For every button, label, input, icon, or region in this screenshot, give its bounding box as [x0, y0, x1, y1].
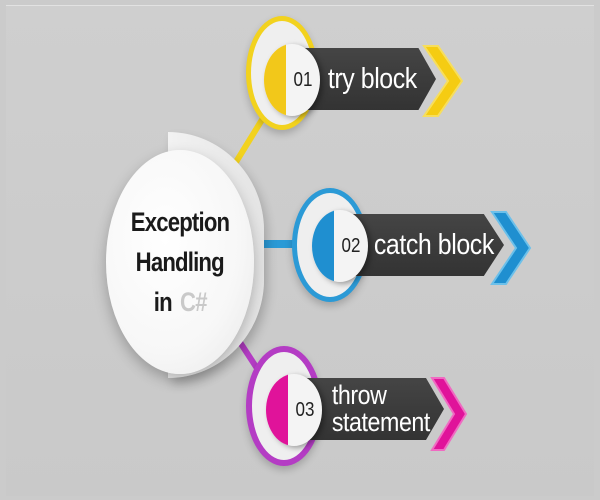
- step-number: 01: [293, 68, 313, 91]
- number-badge: 02: [312, 210, 368, 282]
- hub-title-line2: Handling: [135, 247, 225, 277]
- badge-color-half: [264, 44, 286, 116]
- chevron-arrow-icon: [422, 45, 464, 117]
- number-badge: 03: [266, 374, 322, 446]
- badge-color-half: [266, 374, 288, 446]
- step-number: 03: [295, 398, 315, 421]
- number-badge: 01: [264, 44, 320, 116]
- step-label: try block: [327, 62, 417, 95]
- step-label: throw statement: [294, 380, 431, 437]
- hub-title-line1: Exception: [130, 207, 230, 237]
- hub-in-label: in: [153, 287, 173, 317]
- step-label: catch block: [373, 228, 494, 261]
- step-label-line2: statement: [331, 407, 431, 437]
- csharp-label: C#: [179, 287, 207, 317]
- chevron-arrow-icon: [490, 211, 532, 285]
- badge-color-half: [312, 210, 334, 282]
- chevron-arrow-icon: [430, 377, 468, 451]
- step-label-line1: throw: [331, 380, 387, 410]
- step-number: 02: [341, 234, 361, 257]
